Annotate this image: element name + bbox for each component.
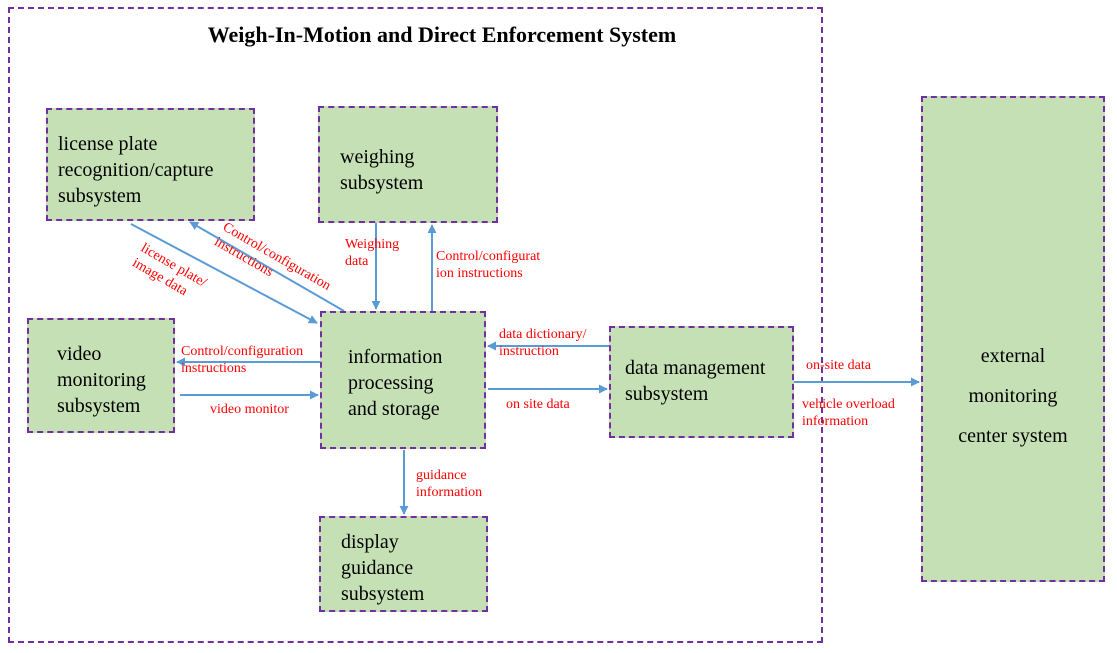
arrow-lpr-to-info <box>130 223 318 324</box>
video-monitoring-node: video monitoring subsystem <box>27 318 175 433</box>
edge-label-dm-onsite: on site data <box>506 397 570 412</box>
arrow-info-to-lpr <box>189 221 345 312</box>
edge-label-video-control: Control/configuration instructions <box>181 344 304 376</box>
system-boundary <box>8 7 823 643</box>
node-label: information processing and storage <box>348 346 443 420</box>
node-label: video monitoring subsystem <box>57 343 146 417</box>
edge-label-external-onsite: on-site data <box>806 358 871 373</box>
edge-label-external-overload: vehicle overload information <box>802 397 895 429</box>
external-monitoring-center-node: external monitoring center system <box>921 96 1105 582</box>
display-guidance-node: display guidance subsystem <box>319 516 488 612</box>
node-label: data management subsystem <box>625 357 766 405</box>
edge-label-video-monitor: video monitor <box>210 402 289 417</box>
node-label: weighing subsystem <box>340 146 424 194</box>
weighing-node: weighing subsystem <box>318 106 498 223</box>
node-label: display guidance subsystem <box>341 531 425 605</box>
license-plate-recognition-node: license plate recognition/capture subsys… <box>46 108 255 221</box>
edge-label-weighing-control: Control/configurat ion instructions <box>436 249 541 281</box>
information-processing-node: information processing and storage <box>320 311 486 449</box>
diagram-title: Weigh-In-Motion and Direct Enforcement S… <box>207 22 677 47</box>
edge-label-guidance: guidance information <box>416 468 483 500</box>
edge-label-dm-instruction: data dictionary/ instruction <box>499 327 587 359</box>
node-label: license plate recognition/capture subsys… <box>58 133 214 207</box>
data-management-node: data management subsystem <box>609 326 794 438</box>
edge-label-weighing-data: Weighing data <box>345 237 400 269</box>
node-label: external monitoring center system <box>958 345 1068 447</box>
